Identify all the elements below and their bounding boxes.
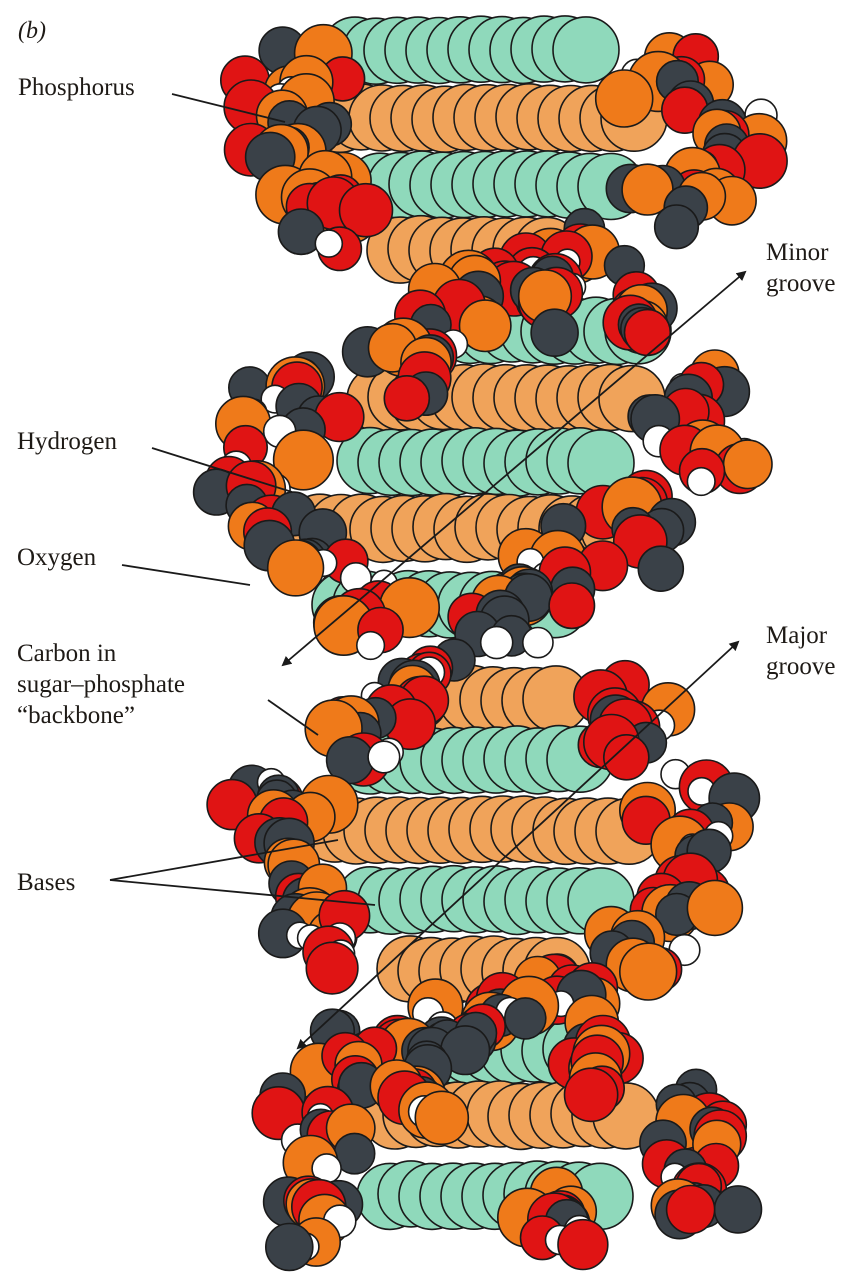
label-minor-groove-line-1: Minor xyxy=(766,237,835,268)
label-bases: Bases xyxy=(17,867,75,898)
phosphorus-atom xyxy=(415,1091,468,1144)
phosphorus-atom xyxy=(596,70,653,127)
base-green-atom xyxy=(553,17,619,83)
carbon-atom xyxy=(266,1224,313,1271)
label-major-groove-line-2: groove xyxy=(766,651,835,682)
hydrogen-atom xyxy=(315,230,342,257)
hydrogen-atom xyxy=(368,741,400,773)
label-oxygen: Oxygen xyxy=(17,542,96,573)
phosphorus-atom xyxy=(724,440,772,488)
oxygen-atom xyxy=(558,1220,608,1270)
carbon-atom xyxy=(531,309,578,356)
hydrogen-atom xyxy=(481,627,513,659)
label-carbon-line-1: Carbon in xyxy=(17,638,185,669)
carbon-atom xyxy=(638,546,683,591)
oxygen-atom xyxy=(549,583,594,628)
panel-letter: (b) xyxy=(18,16,46,47)
oxygen-atom xyxy=(667,1186,715,1234)
hydrogen-atom xyxy=(523,628,553,658)
label-minor-groove: Minor groove xyxy=(766,237,835,299)
phosphorus-atom xyxy=(687,880,742,935)
carbon-atom xyxy=(505,998,546,1039)
carbon-atom xyxy=(715,1186,762,1233)
atom-spheres-layer xyxy=(194,16,788,1271)
phosphorus-atom xyxy=(268,540,324,596)
label-carbon-line-3: “backbone” xyxy=(17,700,185,731)
label-minor-groove-line-2: groove xyxy=(766,268,835,299)
oxygen-atom xyxy=(604,735,649,780)
hydrogen-atom xyxy=(687,468,715,496)
label-phosphorus: Phosphorus xyxy=(18,72,135,103)
label-carbon-line-2: sugar–phosphate xyxy=(17,669,185,700)
label-major-groove-line-1: Major xyxy=(766,620,835,651)
label-carbon-backbone: Carbon in sugar–phosphate “backbone” xyxy=(17,638,185,731)
oxygen-atom xyxy=(306,942,358,994)
oxygen-atom xyxy=(384,376,429,421)
label-major-groove: Major groove xyxy=(766,620,835,682)
label-hydrogen: Hydrogen xyxy=(17,426,117,457)
hydrogen-atom xyxy=(357,632,385,660)
phosphorus-atom xyxy=(620,943,677,1000)
oxygen-atom xyxy=(565,1068,618,1121)
leader-oxygen xyxy=(122,565,250,585)
carbon-atom xyxy=(655,205,699,249)
oxygen-atom xyxy=(625,310,671,356)
